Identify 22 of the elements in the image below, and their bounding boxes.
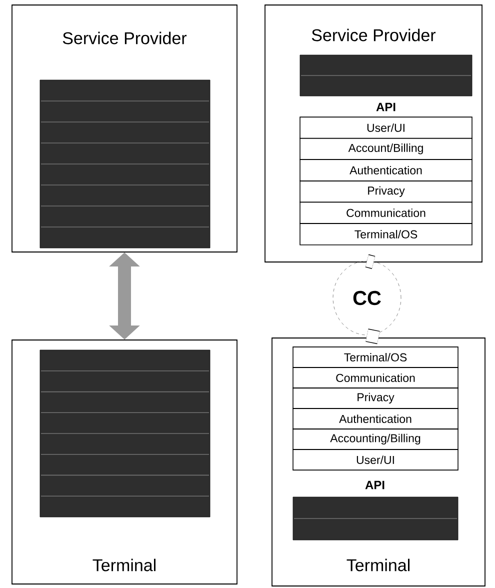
layer-box: Terminal/OS	[300, 223, 472, 246]
layer-box: Communication	[300, 202, 472, 224]
obscured-block	[40, 80, 210, 248]
connector-neck	[365, 254, 376, 269]
obscured-block	[40, 350, 210, 518]
layer-box: Privacy	[300, 180, 472, 203]
layer-box: Communication	[292, 367, 458, 388]
layer-box: Authentication	[292, 408, 458, 430]
layer-box: Accounting/Billing	[292, 428, 458, 450]
layer-box: Account/Billing	[300, 138, 472, 160]
layer-box: Privacy	[292, 388, 458, 409]
api-label: API	[376, 102, 396, 112]
obscured-block	[300, 54, 472, 96]
layer-box: Terminal/OS	[292, 346, 458, 368]
obscured-block	[292, 496, 458, 540]
connector-neck	[366, 328, 380, 344]
layer-box: User/UI	[292, 449, 458, 470]
panel-box: Terminal	[12, 340, 238, 584]
layer-box: User/UI	[300, 116, 472, 139]
layer-box: Authentication	[300, 159, 472, 182]
api-label: API	[365, 480, 384, 490]
panel-box: Service Provider	[12, 4, 238, 252]
